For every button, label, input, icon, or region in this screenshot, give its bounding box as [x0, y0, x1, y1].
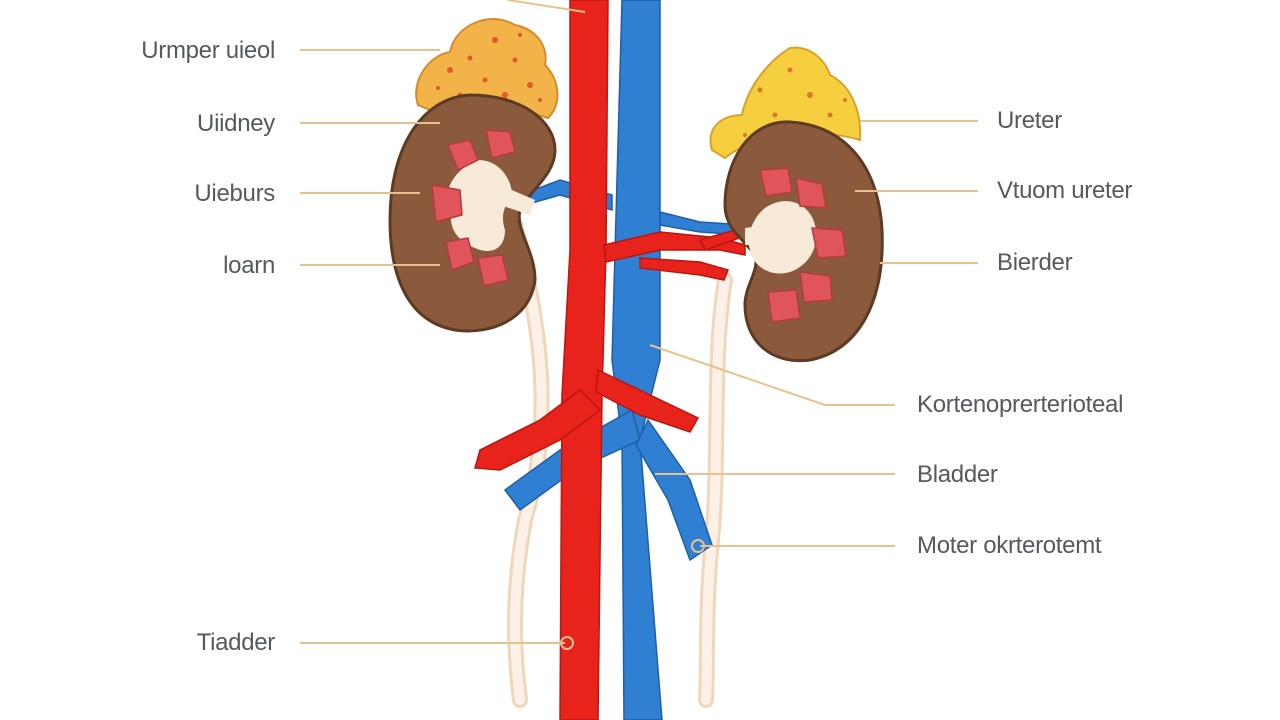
left-kidney	[388, 93, 557, 333]
label-right-5: Bladder	[917, 461, 998, 488]
right-kidney	[723, 120, 884, 363]
iliac-artery-left	[474, 389, 602, 471]
label-right-2: Vtuom ureter	[997, 177, 1133, 204]
iliac-artery-right	[595, 368, 700, 433]
leader-lines	[300, 0, 978, 644]
right-renal-branch	[639, 257, 730, 281]
label-right-4: Kortenoprerterioteal	[917, 391, 1124, 418]
label-left-3: Uieburs	[194, 180, 275, 207]
label-right-3: Bierder	[997, 249, 1073, 276]
label-left-2: Uiidney	[197, 110, 275, 137]
leader-endpoints	[560, 539, 705, 650]
label-right-6: Moter okrterotemt	[917, 532, 1102, 559]
label-left-4: loarn	[223, 252, 275, 279]
right-iliac-vein	[635, 418, 713, 562]
aorta	[474, 0, 750, 720]
label-left-5: Tiadder	[196, 629, 276, 656]
label-left-1: Urmper uieol	[141, 37, 275, 64]
right-ureter-inner	[701, 275, 730, 705]
label-right-1: Ureter	[997, 107, 1062, 134]
vein-trunk	[611, 0, 663, 720]
artery-trunk	[559, 0, 609, 720]
